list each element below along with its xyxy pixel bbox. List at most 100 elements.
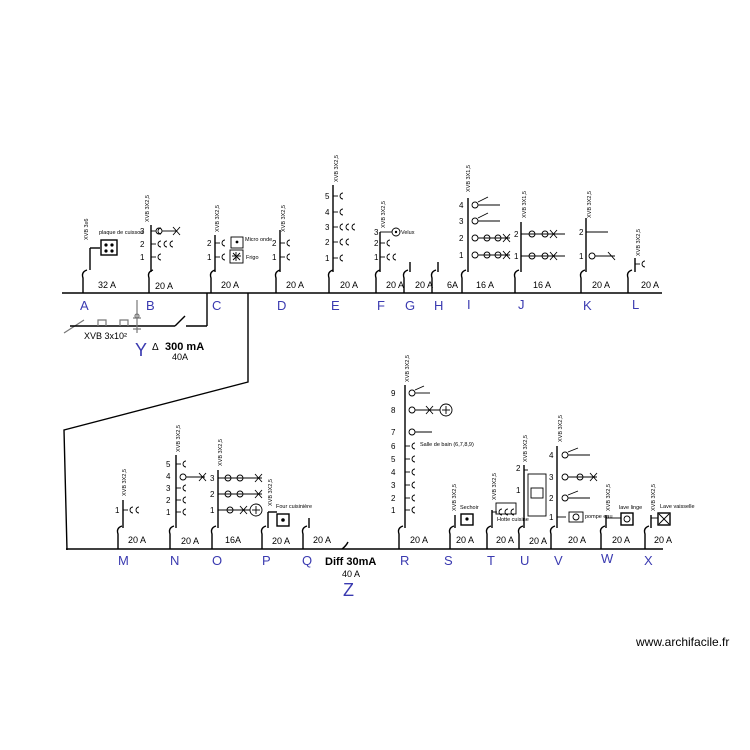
bottom-breakers <box>116 525 650 550</box>
svg-text:XVB 3x6: XVB 3x6 <box>84 219 90 240</box>
svg-text:1: 1 <box>325 254 330 263</box>
top-cable-labels: XVB 3x6 XVB 3X2,5 XVB 3X2,5 XVB 3X2,5 XV… <box>84 155 642 256</box>
svg-text:3: 3 <box>459 217 464 226</box>
svg-text:3: 3 <box>549 473 554 482</box>
main-feed: XVB 3x10² Y Δ 300 mA 40A <box>63 293 208 362</box>
svg-text:16 A: 16 A <box>533 280 551 290</box>
svg-text:C: C <box>212 298 221 313</box>
svg-text:XVB 3X1,5: XVB 3X1,5 <box>522 191 528 218</box>
svg-text:XVB 3X2,5: XVB 3X2,5 <box>334 155 340 182</box>
svg-text:1: 1 <box>207 253 212 262</box>
svg-text:2: 2 <box>459 234 464 243</box>
svg-text:2: 2 <box>207 239 212 248</box>
svg-text:20 A: 20 A <box>313 535 331 545</box>
svg-text:E: E <box>331 298 340 313</box>
top-breakers <box>81 269 633 293</box>
svg-text:V: V <box>554 553 563 568</box>
svg-text:1: 1 <box>115 506 120 515</box>
svg-text:16A: 16A <box>225 535 241 545</box>
z-letter: Z <box>343 580 354 600</box>
row-connector <box>63 293 249 551</box>
svg-text:2: 2 <box>272 239 277 248</box>
svg-text:1: 1 <box>579 252 584 261</box>
svg-text:XVB 3X2,5: XVB 3X2,5 <box>523 435 529 462</box>
svg-text:6: 6 <box>391 442 396 451</box>
svg-text:S: S <box>444 553 453 568</box>
svg-text:2: 2 <box>579 228 584 237</box>
svg-text:XVB 3X2,5: XVB 3X2,5 <box>215 205 221 232</box>
top-sockets <box>151 192 646 268</box>
svg-text:3: 3 <box>166 484 171 493</box>
svg-text:XVB 3X2,5: XVB 3X2,5 <box>122 469 128 496</box>
svg-text:XVB 3X2,5: XVB 3X2,5 <box>606 484 612 511</box>
svg-text:W: W <box>601 551 614 566</box>
top-feeders <box>89 185 636 272</box>
svg-text:M: M <box>118 553 129 568</box>
device-label-frigo: Frigo <box>246 255 259 261</box>
svg-text:1: 1 <box>516 486 521 495</box>
svg-text:F: F <box>377 298 385 313</box>
svg-text:N: N <box>170 553 179 568</box>
top-letters: A B C D E F G H I J K L <box>80 297 639 313</box>
device-label-velux: Velux <box>401 230 415 236</box>
svg-text:XVB 3X2,5: XVB 3X2,5 <box>268 479 274 506</box>
svg-text:9: 9 <box>391 389 396 398</box>
top-ratings: 32 A 20 A 20 A 20 A 20 A 20 A 20 A 6A 16… <box>98 280 659 291</box>
svg-text:1: 1 <box>374 253 379 262</box>
main-diff: 300 mA <box>165 341 204 353</box>
svg-text:T: T <box>487 553 495 568</box>
svg-text:20 A: 20 A <box>654 535 672 545</box>
svg-text:Q: Q <box>302 553 312 568</box>
svg-text:XVB 3X2,5: XVB 3X2,5 <box>636 229 642 256</box>
device-label-lave-vaisselle: Lave vaisselle <box>660 504 695 510</box>
svg-text:3: 3 <box>325 223 330 232</box>
svg-text:I: I <box>467 297 471 312</box>
main-cable-label: XVB 3x10² <box>84 331 127 341</box>
bottom-sockets <box>123 385 658 523</box>
svg-text:4: 4 <box>391 468 396 477</box>
svg-text:XVB 3X2,5: XVB 3X2,5 <box>452 484 458 511</box>
device-label-micro: Micro onde <box>245 237 272 243</box>
svg-text:X: X <box>644 553 653 568</box>
svg-text:3: 3 <box>391 481 396 490</box>
svg-text:XVB 3X2,5: XVB 3X2,5 <box>145 195 151 222</box>
svg-text:20 A: 20 A <box>592 280 610 290</box>
svg-text:1: 1 <box>140 253 145 262</box>
svg-text:20 A: 20 A <box>496 535 514 545</box>
svg-text:2: 2 <box>166 496 171 505</box>
svg-text:1: 1 <box>166 508 171 517</box>
bottom-numbers: 1 5 4 3 2 1 3 2 1 9 8 7 6 5 4 3 2 1 2 1 … <box>115 389 554 522</box>
svg-text:G: G <box>405 298 415 313</box>
svg-text:2: 2 <box>140 240 145 249</box>
svg-text:L: L <box>632 297 639 312</box>
svg-text:5: 5 <box>391 455 396 464</box>
svg-text:4: 4 <box>459 201 464 210</box>
device-label-sechoir: Sechoir <box>460 505 479 511</box>
svg-text:20 A: 20 A <box>155 281 173 291</box>
svg-text:XVB 3X2,5: XVB 3X2,5 <box>381 201 387 228</box>
svg-text:2: 2 <box>391 494 396 503</box>
svg-text:20 A: 20 A <box>181 536 199 546</box>
bottom-feeders <box>122 385 671 528</box>
svg-text:1: 1 <box>514 252 519 261</box>
device-label-four: Four cuisinière <box>276 504 312 510</box>
main-rating: 40A <box>172 352 188 362</box>
svg-text:16 A: 16 A <box>476 280 494 290</box>
svg-text:2: 2 <box>516 464 521 473</box>
svg-text:P: P <box>262 553 271 568</box>
top-numbers: 3 2 1 2 1 2 1 5 4 3 2 1 3 2 1 4 3 2 1 2 … <box>140 192 584 263</box>
device-label-sdb: Salle de bain (6,7,8,9) <box>420 442 474 448</box>
svg-text:2: 2 <box>374 239 379 248</box>
svg-text:20 A: 20 A <box>612 535 630 545</box>
svg-text:20 A: 20 A <box>456 535 474 545</box>
svg-text:20 A: 20 A <box>286 280 304 290</box>
svg-text:5: 5 <box>166 460 171 469</box>
svg-text:3: 3 <box>374 228 379 237</box>
svg-text:2: 2 <box>549 494 554 503</box>
bottom-letters: M N O P Q R S T U V W X <box>118 551 653 568</box>
svg-text:1: 1 <box>391 506 396 515</box>
svg-text:XVB 3X2,5: XVB 3X2,5 <box>651 484 657 511</box>
device-label-plaque: plaque de cuisson <box>99 230 143 236</box>
svg-text:H: H <box>434 298 443 313</box>
